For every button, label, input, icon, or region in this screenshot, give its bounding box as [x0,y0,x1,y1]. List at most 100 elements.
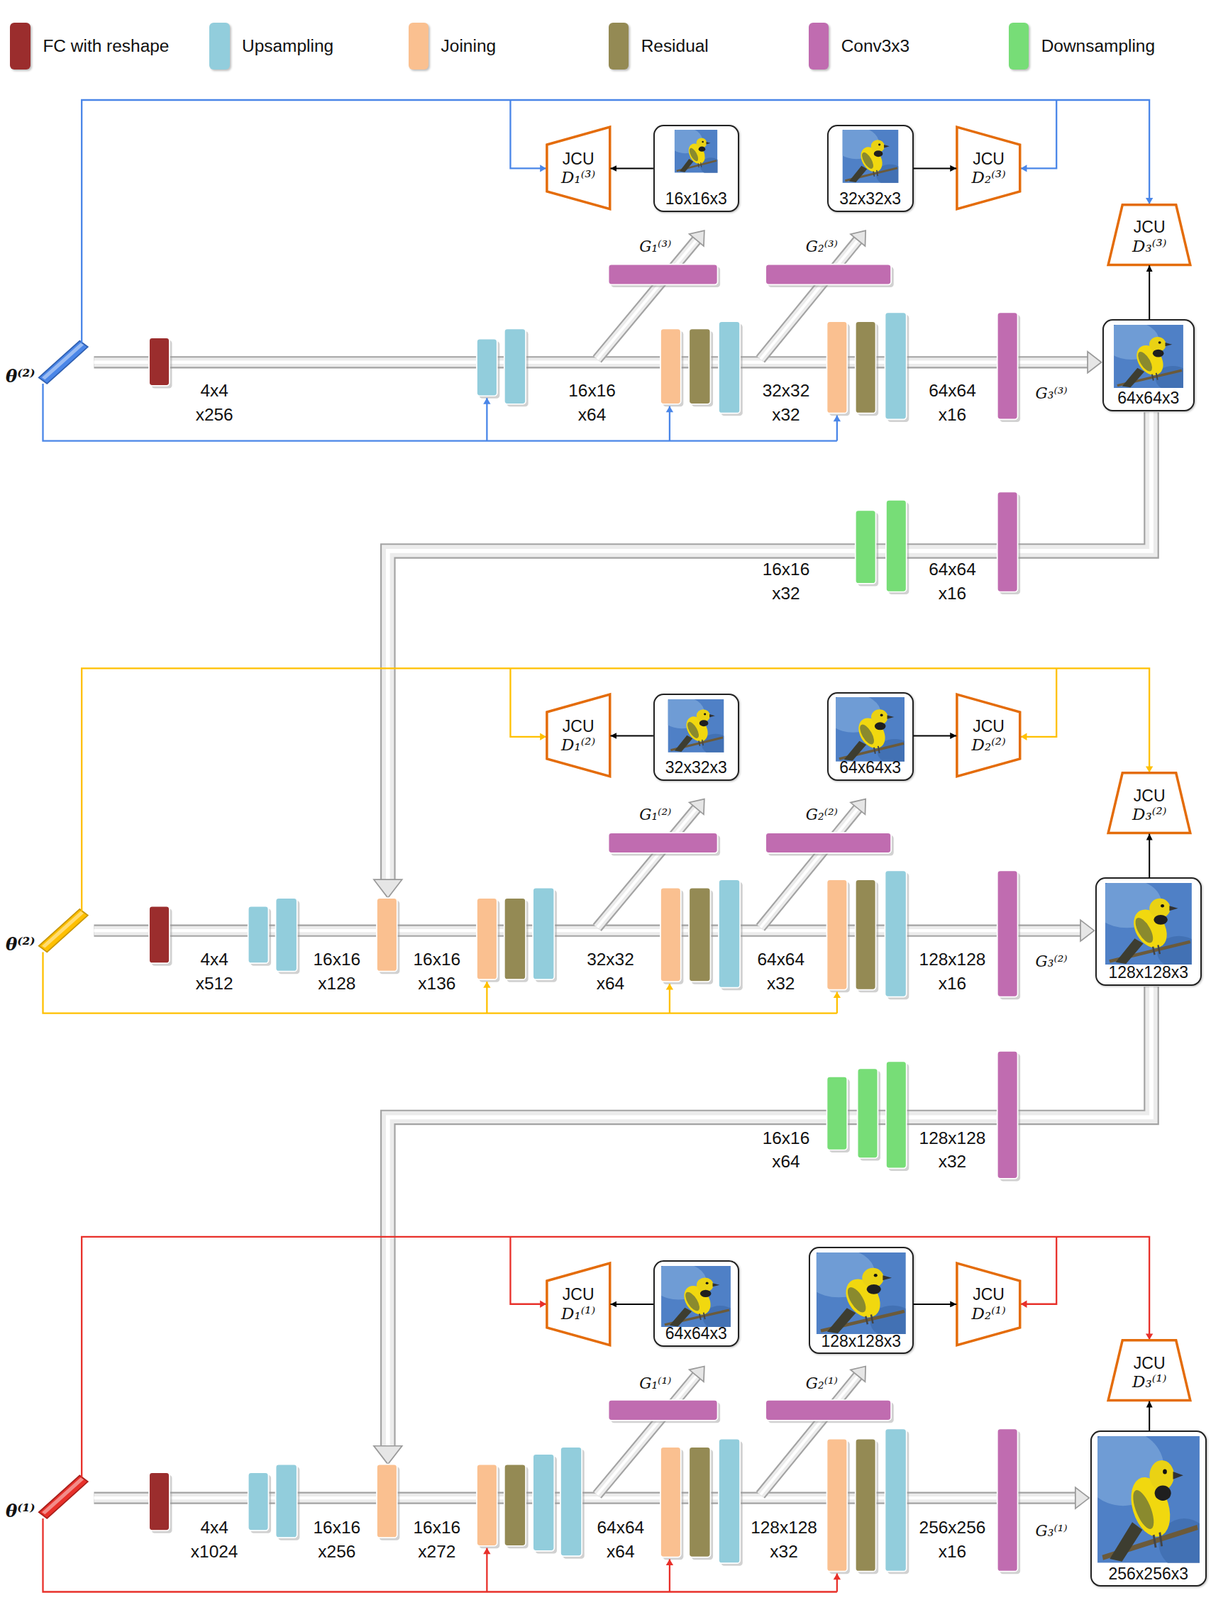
feature-size: 16x16 x32 [762,557,811,606]
bird-beak [706,141,711,145]
pipe-body [388,986,1152,1446]
layer-block [765,832,892,854]
image-size-text: 64x64x3 [828,758,913,778]
bird-throat [866,1284,881,1295]
layer-block [148,1472,170,1531]
bird-wing [1131,915,1157,946]
bird-eye [878,144,881,147]
image-frame [815,1252,906,1335]
pipe-body [93,357,1088,367]
feature-size: 64x64 x16 [928,379,977,428]
bird-leg [873,171,875,177]
trapezoid-shape [957,127,1021,210]
discriminator-text: JCUD₃⁽¹⁾ [1107,1340,1192,1402]
generator-label: G₃⁽³⁾ [1035,383,1067,402]
layer-block [608,1400,718,1421]
image-to-discriminator-arrow [610,734,653,737]
layer-block [826,1076,848,1151]
trapezoid-shape [957,1263,1021,1346]
bird-leg [1152,947,1155,956]
image-size-text: 16x16x3 [654,189,738,209]
bird-throat [698,146,706,152]
feature-size: 256x256 x16 [919,1516,987,1565]
pipe-edge [93,925,1081,938]
legend-text: Upsampling [241,36,334,57]
condition-line [43,383,838,442]
layer-block [532,1454,555,1552]
pipe-arrow-head [689,230,705,247]
discriminator-symbol: D₂⁽²⁾ [971,735,1006,755]
bird-beak [1172,1472,1183,1480]
layer-block [660,888,682,982]
layer-block [476,1464,498,1547]
feature-size: 64x64 x32 [756,947,805,997]
layer-block [504,1464,526,1547]
generator-label: G₂⁽²⁾ [805,805,838,824]
discriminator-trapezoid: JCUD₁⁽²⁾ [546,693,611,778]
pipe-arrow-head [373,1446,403,1465]
bird-beak [709,714,716,718]
bird-leg [702,739,704,746]
bird-photo [674,129,718,173]
feature-size: 4x4 x1024 [190,1516,239,1565]
feature-size: 64x64 x16 [928,557,977,606]
discriminator-symbol: D₁⁽²⁾ [561,735,596,755]
condition-line [510,668,546,737]
feature-size: 32x32 x32 [762,379,811,428]
layer-block [855,1439,877,1573]
discriminator-symbol: D₃⁽¹⁾ [1132,1372,1167,1392]
bird-throat [874,722,887,731]
generator-label: G₂⁽³⁾ [805,236,838,255]
feature-size: 128x128 x16 [919,947,987,997]
pipe-body [93,1494,1075,1504]
legend-swatch [808,22,830,70]
layer-block [997,870,1019,997]
condition-arrow-head [483,981,491,989]
layer-block [718,321,740,413]
bird-wing [683,1290,704,1314]
feature-size: 16x16 x64 [762,1126,811,1175]
image-box: 32x32x3 [653,693,740,781]
layer-block [718,1439,740,1565]
condition-line [510,1237,546,1305]
condition-arrow-head [1145,1333,1153,1341]
feature-size: 32x32 x64 [586,947,635,997]
condition-line [485,1548,488,1593]
bird-photo [668,699,725,753]
bird-tail [1109,1522,1143,1562]
bird-tail [669,1307,692,1327]
discriminator-text: JCUD₂⁽¹⁾ [956,1262,1021,1347]
bird-eye [873,1274,877,1278]
image-size-text: 32x32x3 [654,758,738,778]
layer-block [376,1464,398,1539]
layer-block [826,321,848,413]
image-size-text: 64x64x3 [654,1324,738,1344]
legend-text: Conv3x3 [841,36,911,57]
condition-arrow-head [483,1548,491,1556]
image-size: 64x64x3 [665,1324,728,1343]
image-size-text: 128x128x3 [810,1332,913,1352]
pipe-arrow-head [850,799,866,816]
bird-throat [699,720,709,727]
layer-block [718,879,740,989]
condition-arrow-head [666,1559,674,1566]
image-frame [1097,1436,1200,1563]
pipe-shine [93,1496,1075,1500]
condition-arrow-head [1145,766,1153,774]
discriminator-trapezoid: JCUD₃⁽¹⁾ [1107,1340,1192,1402]
discriminator-name: JCU [1133,217,1166,237]
condition-arrow-head [1020,733,1028,741]
latent-symbol: θ⁽²⁾ [5,933,36,955]
image-frame [1113,324,1184,389]
legend-swatch [1008,22,1030,70]
image-frame [835,697,906,762]
bird-photo [661,1266,731,1328]
discriminator-symbol: D₁⁽¹⁾ [561,1304,596,1324]
bird-throat [1154,1486,1171,1502]
image-size-text: 256x256x3 [1091,1564,1206,1585]
layer-block [997,491,1019,592]
bird-eye [1162,1469,1167,1475]
discriminator-symbol: D₃⁽²⁾ [1132,805,1167,824]
image-box: 16x16x3 [653,124,740,213]
